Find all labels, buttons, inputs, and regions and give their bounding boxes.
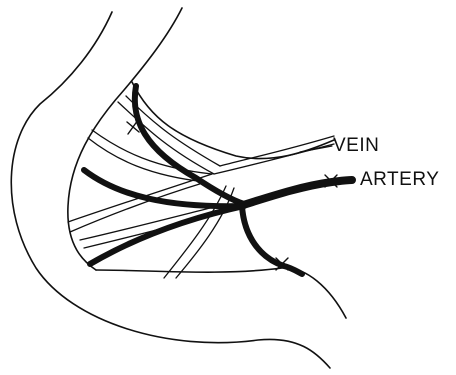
tissue-top-edge — [132, 82, 334, 159]
tissue-inner-lower-outline — [96, 268, 346, 318]
artery-label: ARTERY — [360, 170, 439, 189]
vein-label: VEIN — [333, 136, 379, 155]
artery-branches — [84, 86, 352, 274]
ligature-mark-upper — [127, 120, 139, 134]
